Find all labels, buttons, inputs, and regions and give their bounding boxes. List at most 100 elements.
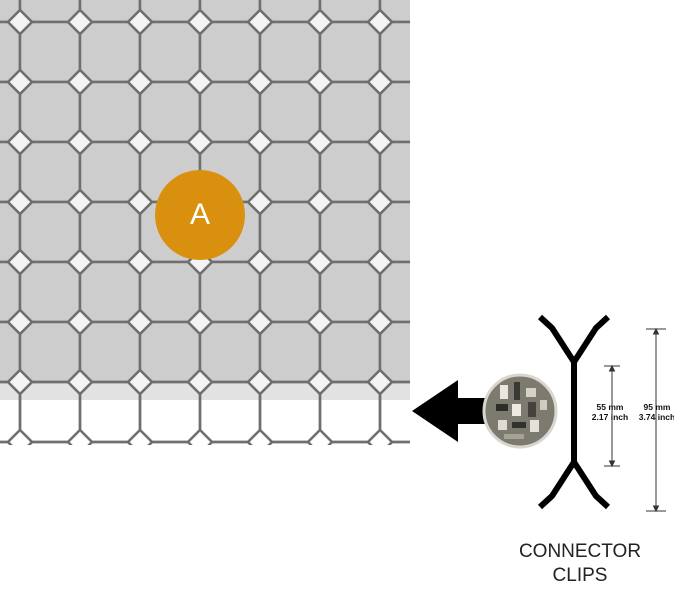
octagon-tile xyxy=(258,140,322,204)
octagon-tile xyxy=(318,20,382,84)
octagon-tile xyxy=(378,80,410,144)
octagon-tile xyxy=(18,20,82,84)
diamond-connector xyxy=(126,308,154,336)
octagon-tile xyxy=(138,260,202,324)
diamond-connector xyxy=(306,308,334,336)
diamond-connector xyxy=(366,368,394,396)
diamond-connector xyxy=(306,428,334,445)
octagon-tile xyxy=(378,200,410,264)
octagon-tile xyxy=(78,20,142,84)
octagon-tile xyxy=(318,80,382,144)
diamond-connector xyxy=(186,8,214,36)
diamond-connector xyxy=(246,248,274,276)
diamond-connector xyxy=(66,8,94,36)
octagon-tile xyxy=(318,260,382,324)
diamond-connector xyxy=(6,188,34,216)
diamond-connector xyxy=(186,308,214,336)
outer-dimension-mm: 95 mm xyxy=(644,402,671,412)
diamond-connector xyxy=(366,68,394,96)
octagon-tile xyxy=(198,20,262,84)
octagon-tile xyxy=(138,20,202,84)
octagon-tile xyxy=(378,260,410,324)
octagon-tile xyxy=(318,320,382,384)
octagon-tile xyxy=(258,260,322,324)
diamond-connector xyxy=(246,68,274,96)
diamond-connector xyxy=(186,428,214,445)
diamond-connector xyxy=(66,128,94,156)
octagon-tile xyxy=(18,260,82,324)
octagon-tile xyxy=(78,80,142,144)
octagon-tile xyxy=(198,80,262,144)
octagon-tile xyxy=(258,80,322,144)
diamond-connector xyxy=(6,248,34,276)
caption-line-2: CLIPS xyxy=(552,565,608,586)
diamond-connector xyxy=(306,248,334,276)
diamond-connector xyxy=(126,248,154,276)
diamond-connector xyxy=(126,68,154,96)
octagon-tile xyxy=(18,320,82,384)
octagon-tile xyxy=(18,200,82,264)
diamond-connector xyxy=(306,368,334,396)
diamond-connector xyxy=(126,428,154,445)
octagon-tile-grid xyxy=(0,0,410,445)
octagon-tile xyxy=(138,80,202,144)
octagon-tile xyxy=(18,140,82,204)
diamond-connector xyxy=(66,68,94,96)
octagon-tile xyxy=(378,380,410,444)
diamond-connector xyxy=(126,188,154,216)
diamond-connector xyxy=(366,188,394,216)
diamond-connector xyxy=(6,68,34,96)
panel-badge: A xyxy=(155,170,245,260)
octagon-tile xyxy=(78,200,142,264)
diamond-connector xyxy=(246,368,274,396)
outer-dimension-inch: 3.74 inch xyxy=(639,412,674,422)
diamond-connector xyxy=(366,428,394,445)
diamond-connector xyxy=(306,68,334,96)
diamond-connector xyxy=(66,248,94,276)
connector-clip-diagram: 55 mm 2.17 inch 95 mm 3.74 inch xyxy=(412,314,674,513)
octagon-tile xyxy=(138,320,202,384)
diamond-connector xyxy=(246,188,274,216)
octagon-tile xyxy=(198,260,262,324)
diamond-connector xyxy=(66,188,94,216)
diamond-connector xyxy=(126,8,154,36)
inner-dimension-line xyxy=(604,364,620,468)
diamond-connector xyxy=(6,428,34,445)
diamond-connector xyxy=(6,128,34,156)
octagon-tile xyxy=(258,320,322,384)
octagon-tile xyxy=(18,80,82,144)
diamond-connector xyxy=(66,368,94,396)
octagon-tile xyxy=(378,320,410,384)
diamond-connector xyxy=(246,428,274,445)
diamond-connector xyxy=(366,128,394,156)
arrow-left-icon xyxy=(412,380,495,442)
octagon-tile xyxy=(198,320,262,384)
diamond-connector xyxy=(306,188,334,216)
connector-photo-icon xyxy=(482,373,558,449)
diamond-connector xyxy=(66,308,94,336)
diamond-connector xyxy=(246,128,274,156)
diamond-connector xyxy=(6,308,34,336)
octagon-tile xyxy=(78,260,142,324)
octagon-tile xyxy=(258,20,322,84)
outer-dimension-line xyxy=(646,327,666,513)
diamond-connector xyxy=(366,248,394,276)
octagon-tile xyxy=(78,320,142,384)
diamond-connector xyxy=(186,128,214,156)
diamond-connector xyxy=(6,368,34,396)
connector-clips-caption: CONNECTOR CLIPS xyxy=(490,540,670,588)
diamond-connector xyxy=(306,8,334,36)
diamond-connector xyxy=(66,428,94,445)
octagon-tile xyxy=(258,200,322,264)
inner-dimension-inch: 2.17 inch xyxy=(592,412,628,422)
diamond-connector xyxy=(186,368,214,396)
panel-badge-label: A xyxy=(189,198,210,231)
diamond-connector xyxy=(126,368,154,396)
octagon-tile xyxy=(378,20,410,84)
octagon-tile xyxy=(78,140,142,204)
diamond-connector xyxy=(366,308,394,336)
diamond-connector xyxy=(366,8,394,36)
octagon-tile xyxy=(378,140,410,204)
inner-dimension-mm: 55 mm xyxy=(597,402,624,412)
diamond-connector xyxy=(6,8,34,36)
